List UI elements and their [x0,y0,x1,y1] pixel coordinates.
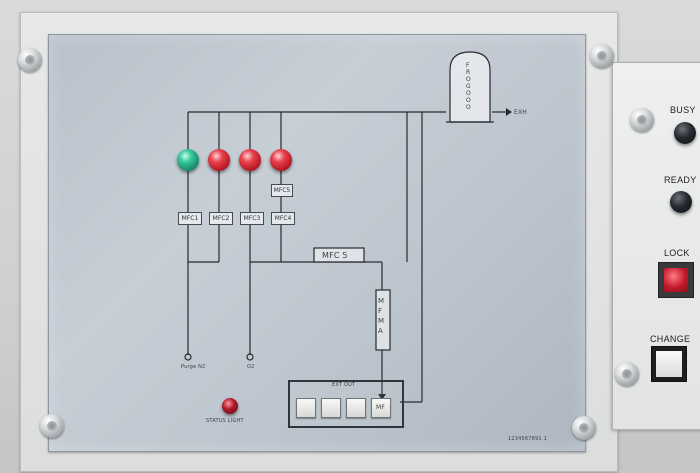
mfc2-label: MFC2 [209,212,233,225]
ready-indicator [670,191,692,213]
keyswitch-title: EXT OUT [332,382,356,388]
change-button[interactable] [651,346,687,382]
mfc5-valve-label: MFC5 [271,184,293,197]
filter-char: R [466,69,471,76]
mounting-screw [630,108,654,132]
key-button-2[interactable] [321,398,341,418]
serial-number: 1234567891 1 [508,436,547,442]
key-active-label: MF [376,404,386,411]
filter-char: F [466,62,470,69]
mfm-vertical-label: MFM A [378,297,385,335]
mounting-screw [590,44,614,68]
lock-button[interactable] [658,262,694,298]
gas-indicator-led-3 [239,149,261,171]
mounting-screw [572,416,596,440]
filter-char: O [466,104,471,111]
status-indicator-label: STATUS LIGHT [206,418,244,424]
status-indicator-light [222,398,238,414]
key-button-3[interactable] [346,398,366,418]
oxygen-inlet-label: O2 [247,364,255,370]
filter-char: O [466,76,471,83]
gas-indicator-led-1 [177,149,199,171]
gas-indicator-led-2 [208,149,230,171]
filter-char: O [466,90,471,97]
mfc1-label: MFC1 [178,212,202,225]
exhaust-label: EXH [514,109,528,116]
mounting-screw [615,362,639,386]
ready-label: READY [664,175,697,185]
change-label: CHANGE [650,334,691,344]
mfc3-label: MFC3 [240,212,264,225]
busy-indicator [674,122,696,144]
mounting-screw [18,48,42,72]
busy-label: BUSY [670,105,696,115]
lock-label: LOCK [664,248,690,258]
mfc4-label: MFC4 [271,212,295,225]
key-button-1[interactable] [296,398,316,418]
filter-char: G [466,83,471,90]
purge-inlet-label: Purge N2 [181,364,206,370]
mfc-main-label: MFC 5 [322,251,348,260]
mounting-screw [40,414,64,438]
gas-indicator-led-4 [270,149,292,171]
filter-label: F R O G O O O [466,62,474,111]
key-button-4[interactable]: MF [371,398,391,418]
gas-control-panel [48,34,586,452]
filter-char: O [466,97,471,104]
